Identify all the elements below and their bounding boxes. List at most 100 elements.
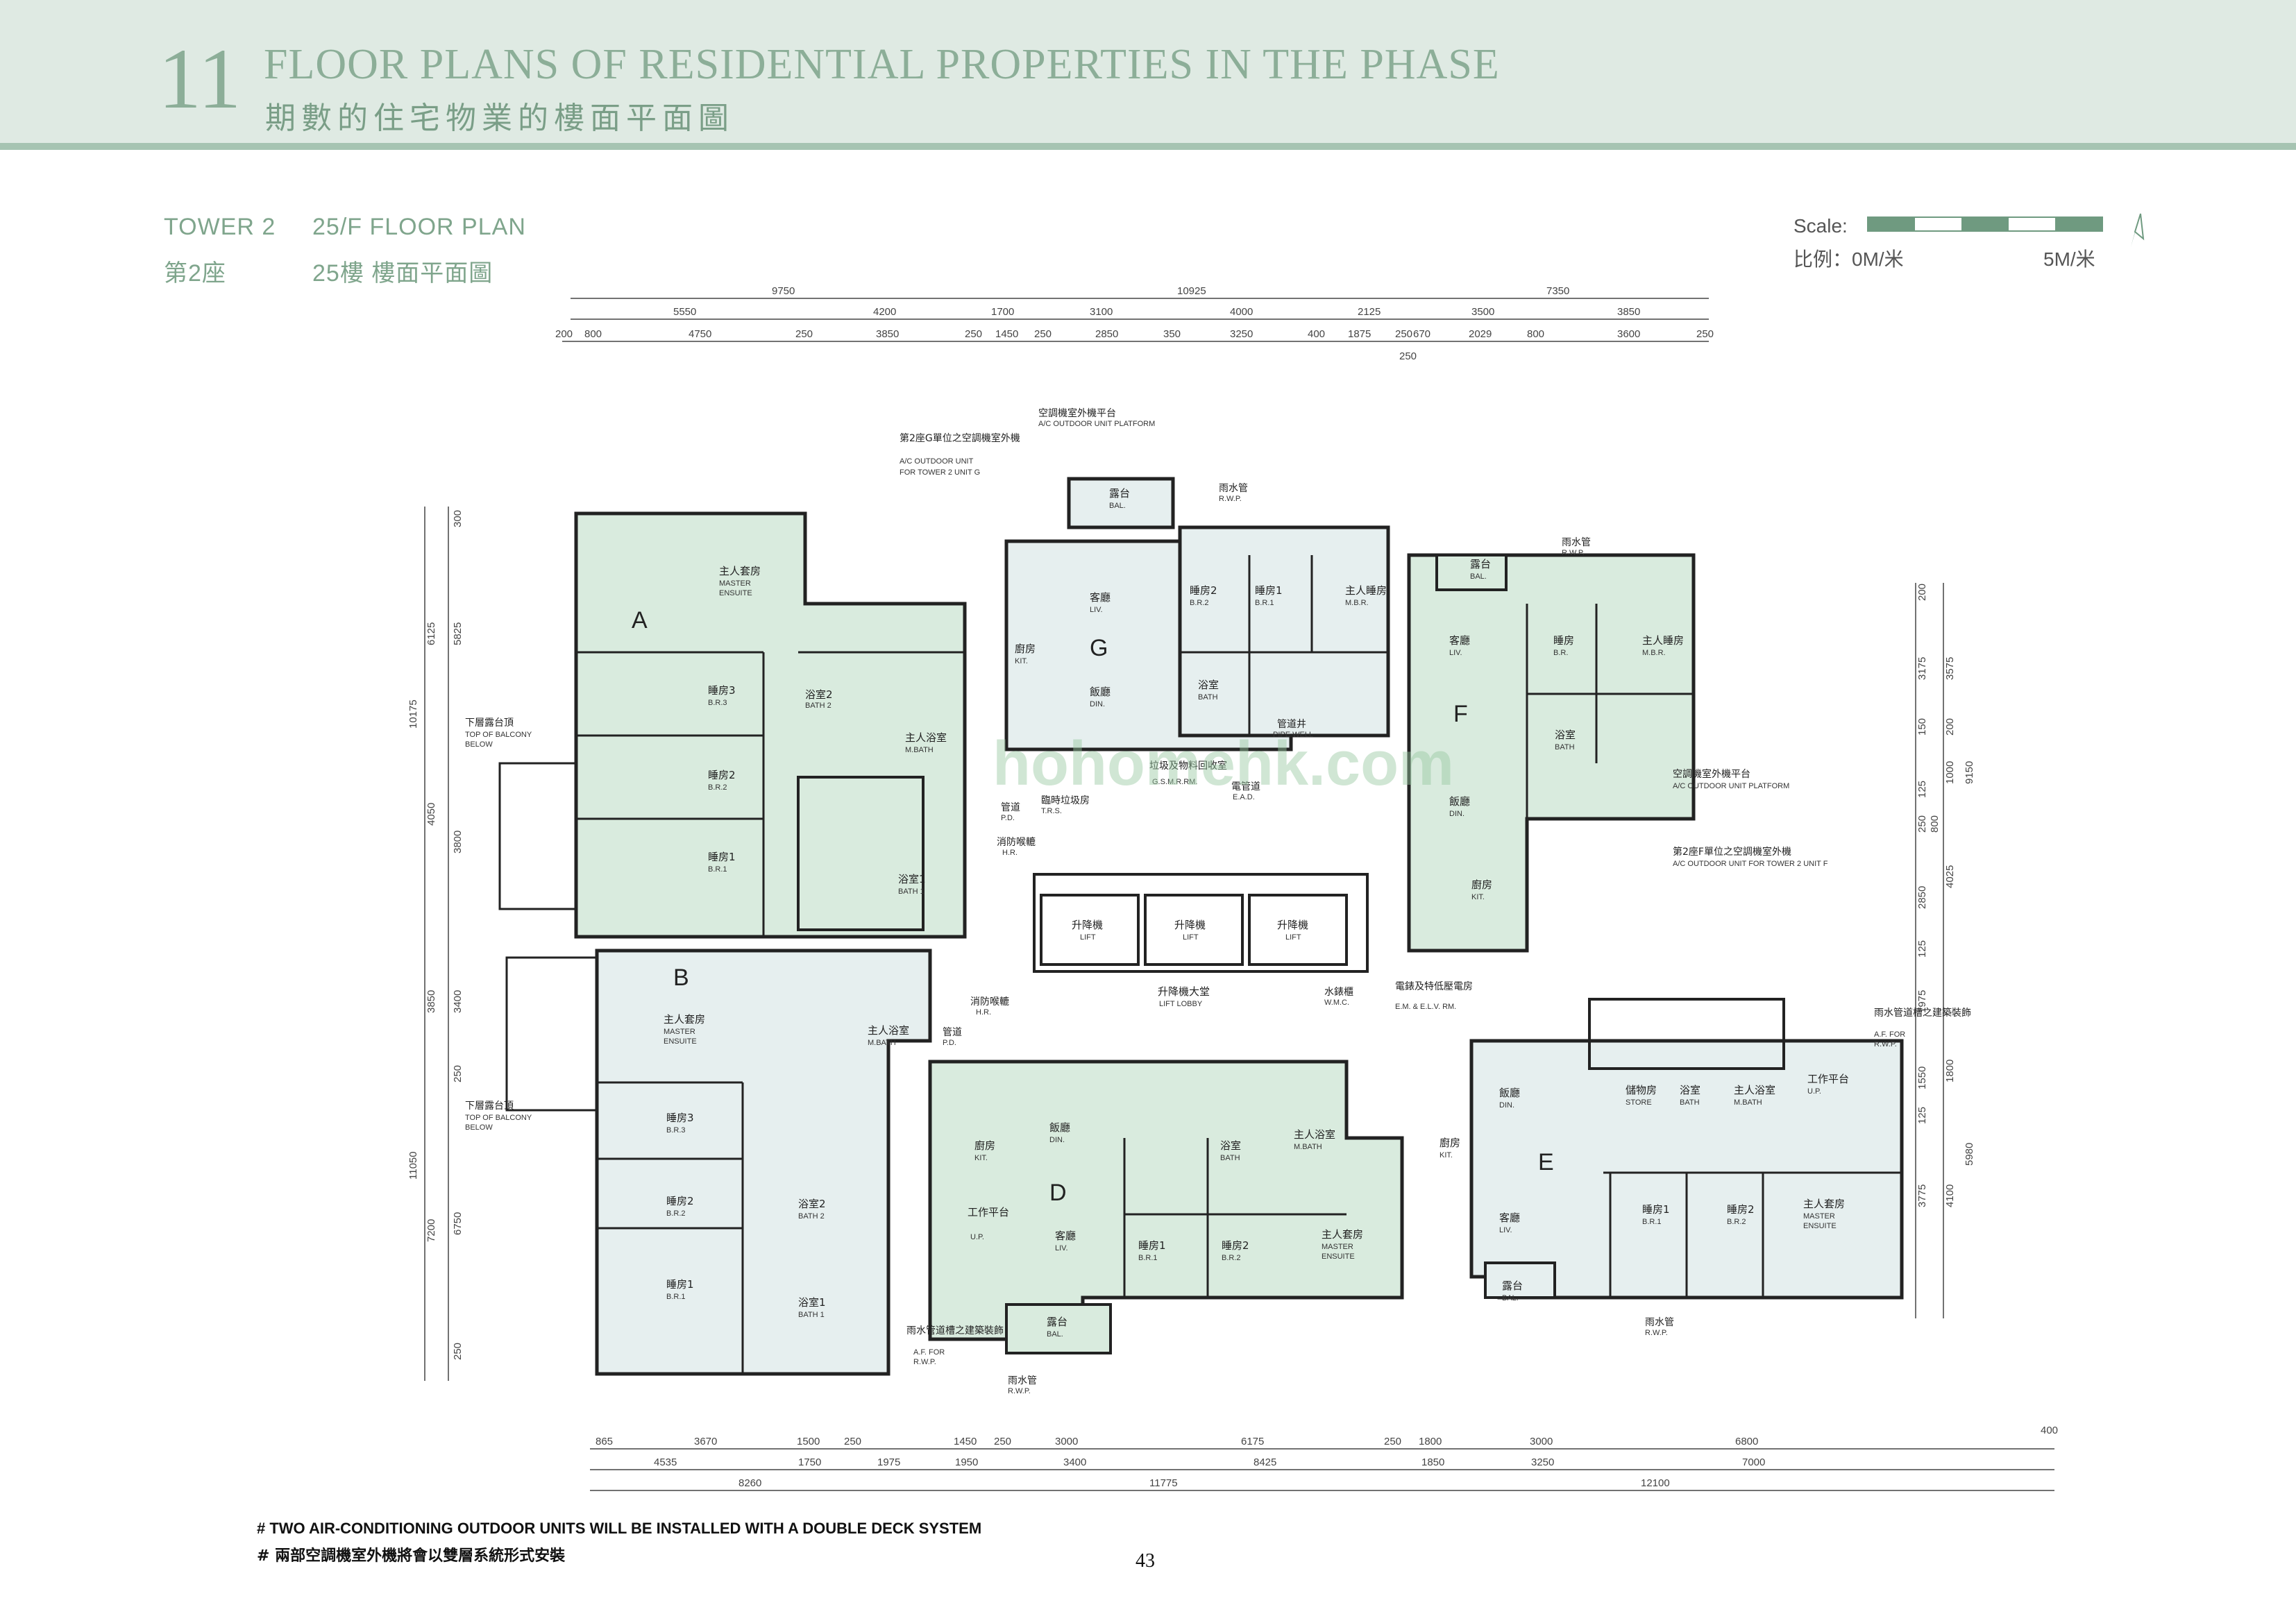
svg-text:U.P.: U.P. (1807, 1087, 1821, 1096)
svg-text:儲物房: 儲物房 (1626, 1084, 1657, 1096)
svg-text:M.BATH: M.BATH (1294, 1143, 1322, 1151)
svg-text:A/C OUTDOOR UNIT PLATFORM: A/C OUTDOOR UNIT PLATFORM (1038, 420, 1155, 428)
svg-text:工作平台: 工作平台 (1807, 1073, 1849, 1085)
pipe-duct: 管道P.D. (1001, 802, 1020, 822)
svg-text:BATH: BATH (1198, 693, 1218, 702)
svg-text:主人浴室: 主人浴室 (1294, 1128, 1335, 1141)
svg-text:飯廳: 飯廳 (1049, 1121, 1070, 1134)
svg-text:150: 150 (1916, 718, 1928, 736)
top-dim-row2: 5550 4200 1700 3100 4000 2125 3500 3850 (673, 306, 1640, 318)
dim-label: 800 (584, 328, 602, 340)
svg-text:300: 300 (452, 510, 464, 527)
svg-text:5825: 5825 (452, 622, 464, 645)
svg-text:R.W.P.: R.W.P. (1645, 1329, 1668, 1337)
svg-text:雨水管: 雨水管 (1008, 1375, 1037, 1386)
svg-text:主人套房: 主人套房 (1803, 1198, 1845, 1210)
svg-text:BAL.: BAL. (1109, 502, 1126, 510)
svg-text:H.R.: H.R. (1002, 849, 1018, 857)
svg-text:睡房2: 睡房2 (1190, 584, 1217, 597)
svg-text:1975: 1975 (1916, 990, 1928, 1013)
svg-text:飯廳: 飯廳 (1090, 686, 1111, 698)
svg-text:B.R.1: B.R.1 (708, 865, 727, 874)
svg-text:3575: 3575 (1944, 657, 1956, 680)
svg-text:A/C OUTDOOR UNIT: A/C OUTDOOR UNIT (900, 457, 974, 466)
section-number: 11 (158, 31, 242, 126)
svg-text:管道: 管道 (1001, 802, 1020, 813)
svg-text:電管道: 電管道 (1231, 781, 1260, 792)
svg-text:250: 250 (452, 1065, 464, 1082)
room-e-store: 儲物房 STORE (1626, 1084, 1657, 1107)
svg-text:BAL.: BAL. (1470, 572, 1487, 581)
svg-text:浴室: 浴室 (1555, 729, 1576, 741)
svg-text:睡房3: 睡房3 (708, 684, 736, 697)
svg-text:升降機: 升降機 (1072, 919, 1103, 931)
svg-text:4535: 4535 (654, 1456, 677, 1468)
svg-text:A/C OUTDOOR UNIT PLATFORM: A/C OUTDOOR UNIT PLATFORM (1673, 782, 1789, 790)
svg-text:B.R.2: B.R.2 (708, 783, 727, 792)
svg-text:3850: 3850 (425, 990, 437, 1013)
svg-text:浴室2: 浴室2 (798, 1198, 826, 1210)
svg-text:空調機室外機平台: 空調機室外機平台 (1038, 407, 1116, 419)
svg-text:B.R.3: B.R.3 (708, 699, 727, 707)
svg-text:消防喉轆: 消防喉轆 (997, 836, 1036, 848)
svg-text:3000: 3000 (1055, 1436, 1078, 1447)
room-g-kit: 廚房 KIT. (1015, 643, 1036, 665)
svg-text:廚房: 廚房 (1471, 878, 1492, 891)
svg-text:KIT.: KIT. (1015, 657, 1028, 665)
svg-text:10175: 10175 (407, 699, 419, 729)
scale-label-en: Scale: (1793, 215, 1848, 237)
dim-label: 350 (1163, 328, 1181, 340)
svg-text:雨水管: 雨水管 (1219, 483, 1248, 494)
svg-text:7200: 7200 (425, 1219, 437, 1242)
svg-text:800: 800 (1929, 815, 1941, 833)
svg-text:P.D.: P.D. (1001, 814, 1015, 822)
svg-text:KIT.: KIT. (1440, 1151, 1453, 1159)
svg-text:BATH: BATH (1220, 1154, 1240, 1162)
svg-text:ENSUITE: ENSUITE (1803, 1222, 1837, 1230)
svg-text:3000: 3000 (1530, 1436, 1553, 1447)
svg-text:1975: 1975 (877, 1456, 900, 1468)
svg-text:廚房: 廚房 (1015, 643, 1036, 655)
pipe-duct-2: 管道P.D. (943, 1027, 962, 1047)
svg-text:睡房1: 睡房1 (1642, 1203, 1670, 1216)
svg-text:飯廳: 飯廳 (1449, 795, 1470, 808)
svg-text:STORE: STORE (1626, 1098, 1652, 1107)
svg-text:P.D.: P.D. (943, 1039, 956, 1047)
svg-text:BAL.: BAL. (1047, 1330, 1063, 1339)
svg-text:8260: 8260 (738, 1477, 761, 1489)
svg-text:1950: 1950 (955, 1456, 978, 1468)
page-number: 43 (1136, 1550, 1155, 1572)
svg-text:400: 400 (2041, 1425, 2058, 1436)
scale-end-label: 5M/米 (2043, 248, 2095, 270)
ac-unit-g-note: 第2座G單位之空調機室外機 A/C OUTDOOR UNIT FOR TOWER… (900, 432, 1020, 477)
svg-text:9150: 9150 (1964, 761, 1975, 784)
svg-text:升降機大堂: 升降機大堂 (1158, 985, 1210, 998)
svg-text:8425: 8425 (1253, 1456, 1276, 1468)
dim-label: 5550 (673, 306, 696, 318)
svg-text:3800: 3800 (452, 831, 464, 853)
svg-text:1750: 1750 (798, 1456, 821, 1468)
svg-text:R.W.P.: R.W.P. (1008, 1387, 1031, 1395)
dim-label: 1700 (991, 306, 1014, 318)
svg-text:1000: 1000 (1944, 761, 1956, 784)
svg-text:B.R.1: B.R.1 (1642, 1218, 1662, 1226)
svg-text:B.R.1: B.R.1 (1255, 599, 1274, 607)
svg-text:BATH 1: BATH 1 (798, 1311, 825, 1319)
svg-text:11775: 11775 (1149, 1477, 1178, 1489)
